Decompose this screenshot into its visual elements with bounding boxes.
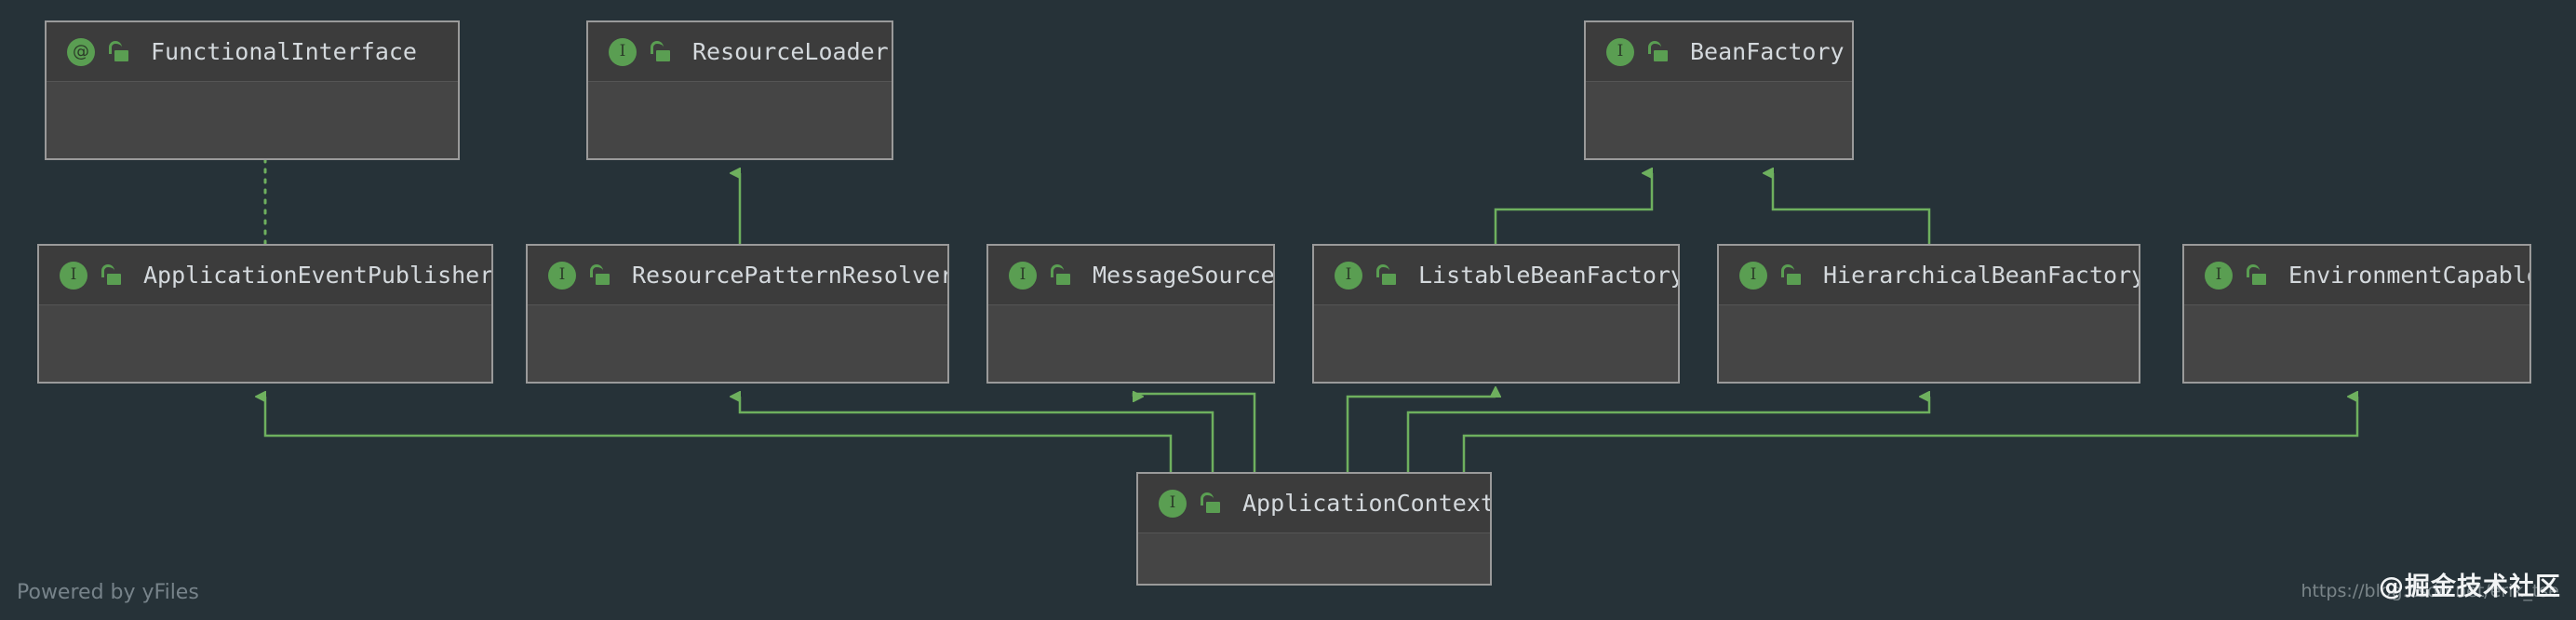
node-header: I BeanFactory [1586,22,1852,82]
unlock-icon [2246,263,2266,287]
node-header: I MessageSource [988,246,1273,305]
node-header: @ FunctionalInterface [47,22,458,82]
node-body [39,305,491,382]
edge-hierarchicalbeanfactory-beanfactory [1773,173,1931,244]
node-title: ListableBeanFactory [1418,262,1680,289]
node-title: BeanFactory [1690,38,1845,65]
interface-icon: I [1739,261,1767,290]
node-header: I ResourceLoader [588,22,892,82]
unlock-icon [1200,492,1220,515]
interface-icon: I [2205,261,2233,290]
node-title: ApplicationContext [1242,490,1492,517]
unlock-icon [1050,263,1070,287]
unlock-icon [1647,40,1668,63]
edge-listablebeanfactory-beanfactory [1494,173,1654,244]
node-body [1138,533,1490,584]
unlock-icon [589,263,610,287]
node-title: HierarchicalBeanFactory [1823,262,2140,289]
node-title: ApplicationEventPublisher [143,262,493,289]
uml-node-resourcepatternresolver[interactable]: I ResourcePatternResolver [526,244,949,384]
uml-node-hierarchicalbeanfactory[interactable]: I HierarchicalBeanFactory [1717,244,2140,384]
edge-applicationcontext-messagesource [1132,394,1256,472]
edge-applicationcontext-hierarchicalbeanfactory [1406,397,1931,472]
interface-icon: I [1009,261,1037,290]
node-title: ResourceLoader [692,38,889,65]
node-title: ResourcePatternResolver [632,262,949,289]
uml-node-beanfactory[interactable]: I BeanFactory [1584,20,1854,160]
interface-icon: I [548,261,576,290]
node-title: EnvironmentCapable [2288,262,2531,289]
node-title: MessageSource [1093,262,1275,289]
edge-applicationcontext-applicationeventpublisher [265,397,1173,472]
uml-node-functionalinterface[interactable]: @ FunctionalInterface [45,20,460,160]
unlock-icon [1375,263,1396,287]
node-header: I ListableBeanFactory [1314,246,1678,305]
node-body [1586,82,1852,158]
node-header: I ApplicationContext [1138,474,1490,533]
interface-icon: I [1159,489,1187,518]
node-body [988,305,1273,382]
node-header: I HierarchicalBeanFactory [1719,246,2139,305]
edge-applicationcontext-environmentcapable [1462,397,2359,472]
node-body [528,305,947,382]
unlock-icon [108,40,128,63]
uml-node-applicationcontext[interactable]: I ApplicationContext [1136,472,1492,586]
unlock-icon [101,263,121,287]
node-header: I EnvironmentCapable [2184,246,2529,305]
node-body [1719,305,2139,382]
interface-icon: I [609,37,637,66]
node-body [47,82,458,158]
edge-applicationcontext-listablebeanfactory [1346,397,1496,472]
watermark: https://blog.csdn.net/erik_tse @掘金技术社区 [2301,566,2561,607]
node-header: I ApplicationEventPublisher [39,246,491,305]
node-body [1314,305,1678,382]
interface-icon: I [60,261,87,290]
watermark-brand: @掘金技术社区 [2379,573,2561,601]
edge-applicationcontext-resourcepatternresolver [740,397,1214,472]
uml-node-resourceloader[interactable]: I ResourceLoader [586,20,893,160]
uml-node-messagesource[interactable]: I MessageSource [986,244,1275,384]
unlock-icon [650,40,670,63]
uml-node-environmentcapable[interactable]: I EnvironmentCapable [2182,244,2531,384]
uml-node-applicationeventpublisher[interactable]: I ApplicationEventPublisher [37,244,493,384]
node-header: I ResourcePatternResolver [528,246,947,305]
interface-icon: I [1335,261,1362,290]
node-body [2184,305,2529,382]
node-title: FunctionalInterface [151,38,417,65]
renderer-credit: Powered by yFiles [17,581,199,604]
uml-node-listablebeanfactory[interactable]: I ListableBeanFactory [1312,244,1680,384]
watermark-url: https://blog.csdn.net/erik_tse [2301,581,2559,601]
annotation-icon: @ [67,37,95,66]
unlock-icon [1780,263,1801,287]
node-body [588,82,892,158]
interface-icon: I [1606,37,1634,66]
